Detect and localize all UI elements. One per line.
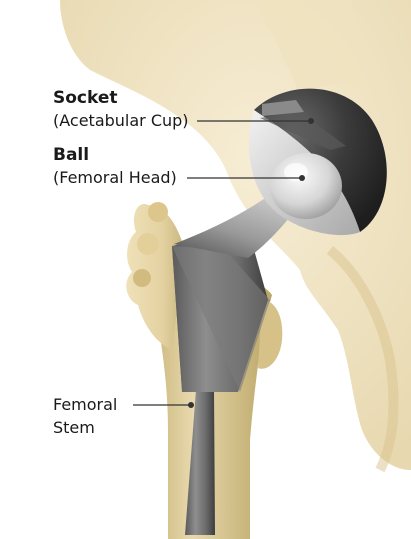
ball-sublabel: (Femoral Head) (53, 170, 177, 186)
socket-leader-dot (308, 118, 314, 124)
stem-leader-dot (188, 402, 194, 408)
socket-label: Socket (53, 90, 118, 107)
ball-leader-dot (299, 175, 305, 181)
socket-sublabel: (Acetabular Cup) (53, 113, 189, 129)
ball-label: Ball (53, 147, 89, 164)
stem-label-line2: Stem (53, 420, 95, 436)
femoral-head (270, 153, 342, 219)
stem-label-line1: Femoral (53, 397, 117, 413)
